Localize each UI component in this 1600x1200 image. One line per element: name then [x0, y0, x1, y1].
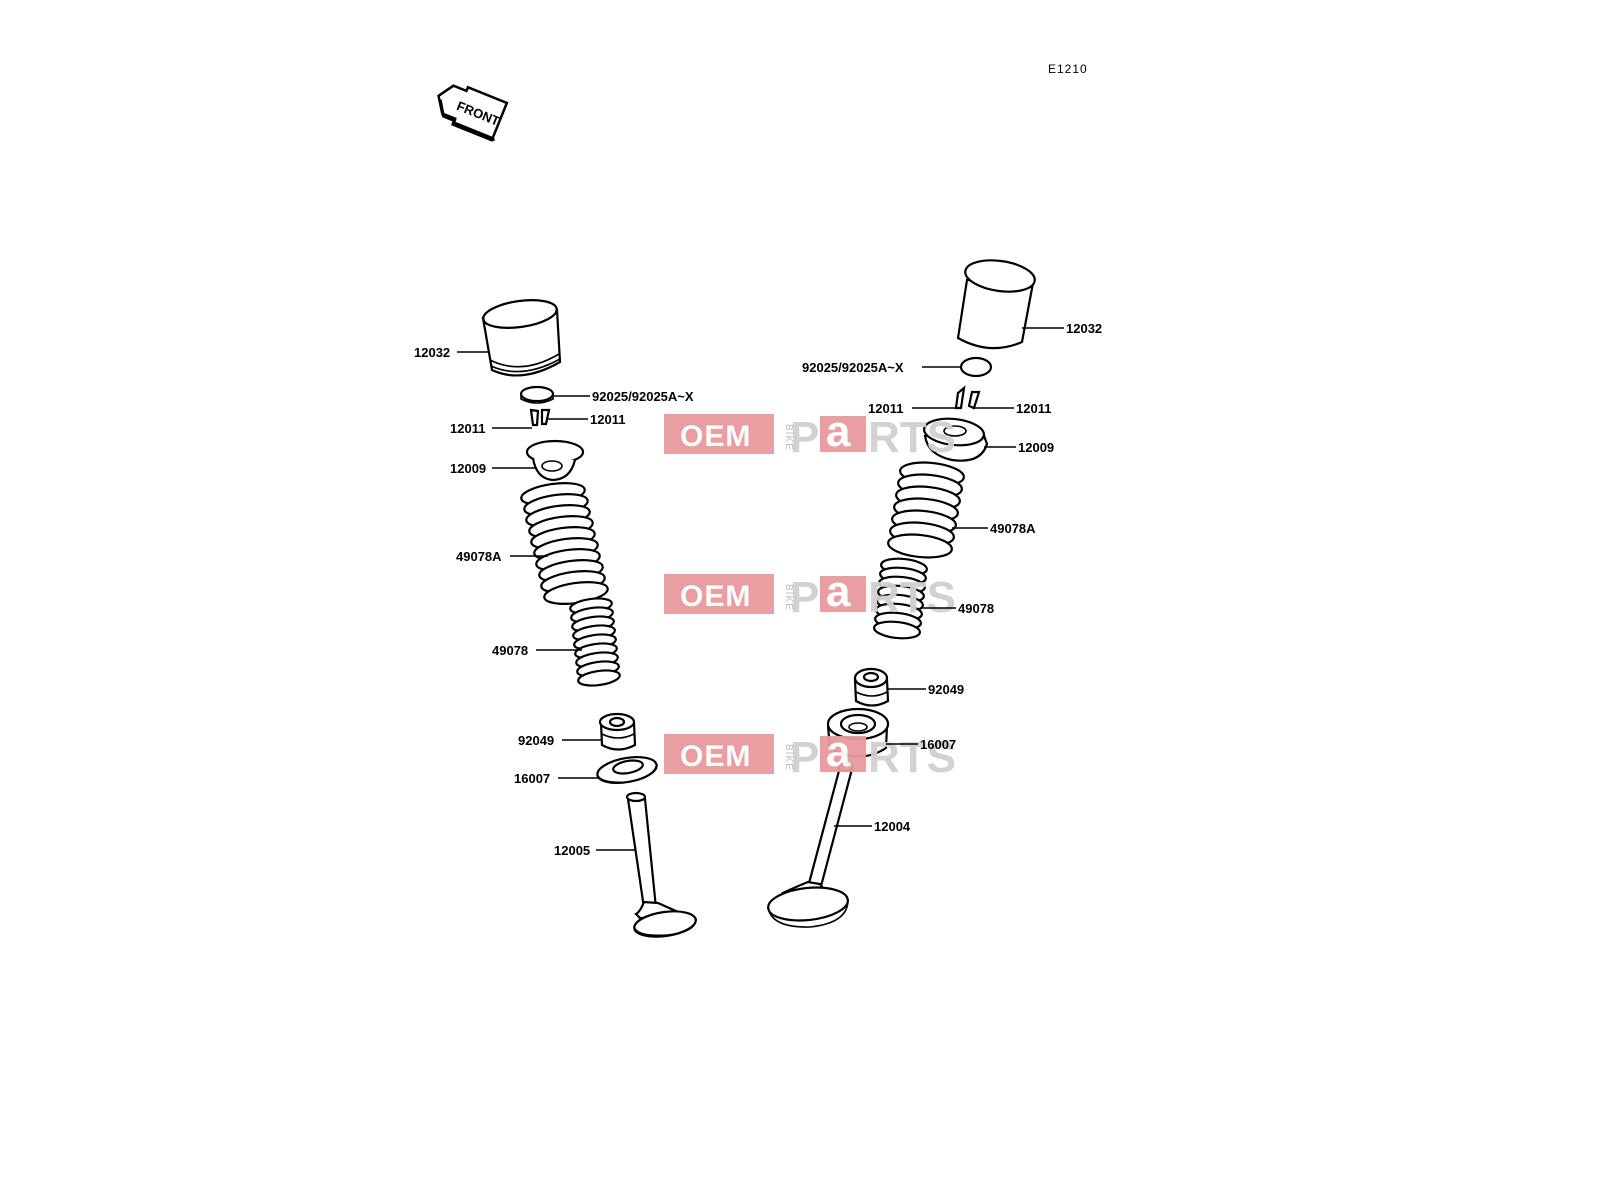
- left-retainer: [525, 439, 585, 482]
- label-left-cotter-right[interactable]: 12011: [590, 412, 625, 427]
- svg-text:OEM: OEM: [680, 580, 751, 613]
- left-inner-spring: [569, 597, 621, 687]
- label-right-valve[interactable]: 12004: [874, 819, 911, 834]
- label-left-tappet[interactable]: 12032: [414, 345, 450, 360]
- svg-text:RTS: RTS: [868, 733, 956, 782]
- svg-text:P: P: [790, 733, 819, 782]
- svg-text:BIKE: BIKE: [783, 424, 794, 451]
- label-right-spring-seat[interactable]: 16007: [920, 737, 956, 752]
- svg-text:BIKE: BIKE: [783, 744, 794, 771]
- label-right-retainer[interactable]: 12009: [1018, 440, 1054, 455]
- left-stem-seal: [598, 712, 637, 751]
- right-cotters: [954, 385, 981, 410]
- left-spring-seat: [596, 755, 658, 785]
- svg-text:BIKE: BIKE: [783, 584, 794, 611]
- label-right-outer-spring[interactable]: 49078A: [990, 521, 1036, 536]
- watermark-middle: OEM BIKE P a RTS: [664, 567, 956, 622]
- right-valve-assembly: [767, 259, 1036, 928]
- svg-text:OEM: OEM: [680, 740, 751, 773]
- label-right-stem-seal[interactable]: 92049: [928, 682, 964, 697]
- watermark-bottom: OEM BIKE P a RTS: [664, 727, 956, 782]
- right-callouts: 12032 92025/92025A~X 12011 12011 12009 4…: [802, 321, 1102, 834]
- right-inner-spring: [873, 557, 928, 640]
- label-right-shim[interactable]: 92025/92025A~X: [802, 360, 904, 375]
- right-valve: [767, 761, 855, 928]
- left-callouts: 12032 92025/92025A~X 12011 12011 12009 4…: [414, 345, 694, 858]
- left-valve: [625, 791, 697, 938]
- label-left-cotter-left[interactable]: 12011: [450, 421, 485, 436]
- diagram-code: E1210: [1048, 62, 1088, 76]
- label-left-stem-seal[interactable]: 92049: [518, 733, 554, 748]
- svg-text:P: P: [790, 573, 819, 622]
- svg-text:RTS: RTS: [868, 573, 956, 622]
- right-retainer: [923, 417, 989, 462]
- svg-text:a: a: [826, 727, 851, 776]
- right-shim: [959, 356, 993, 378]
- svg-text:a: a: [826, 567, 851, 616]
- label-left-inner-spring[interactable]: 49078: [492, 643, 528, 658]
- label-left-outer-spring[interactable]: 49078A: [456, 549, 502, 564]
- right-stem-seal: [853, 667, 890, 707]
- label-right-tappet[interactable]: 12032: [1066, 321, 1102, 336]
- right-outer-spring: [887, 461, 965, 559]
- label-left-spring-seat[interactable]: 16007: [514, 771, 550, 786]
- label-left-valve[interactable]: 12005: [554, 843, 590, 858]
- label-left-retainer[interactable]: 12009: [450, 461, 486, 476]
- label-left-shim[interactable]: 92025/92025A~X: [592, 389, 694, 404]
- label-right-cotter-right[interactable]: 12011: [1016, 401, 1051, 416]
- right-tappet: [956, 259, 1036, 350]
- svg-text:OEM: OEM: [680, 420, 751, 453]
- front-arrow-icon: FRONT: [437, 84, 509, 142]
- label-right-inner-spring[interactable]: 49078: [958, 601, 994, 616]
- left-valve-assembly: [481, 299, 697, 938]
- left-tappet: [481, 299, 562, 377]
- svg-text:RTS: RTS: [868, 413, 956, 462]
- left-shim: [519, 385, 555, 404]
- left-outer-spring: [520, 482, 609, 605]
- svg-text:P: P: [790, 413, 819, 462]
- left-cotters: [529, 408, 551, 427]
- label-right-cotter-left[interactable]: 12011: [868, 401, 903, 416]
- svg-text:a: a: [826, 407, 851, 456]
- watermark-top: OEM BIKE P a RTS: [664, 407, 956, 462]
